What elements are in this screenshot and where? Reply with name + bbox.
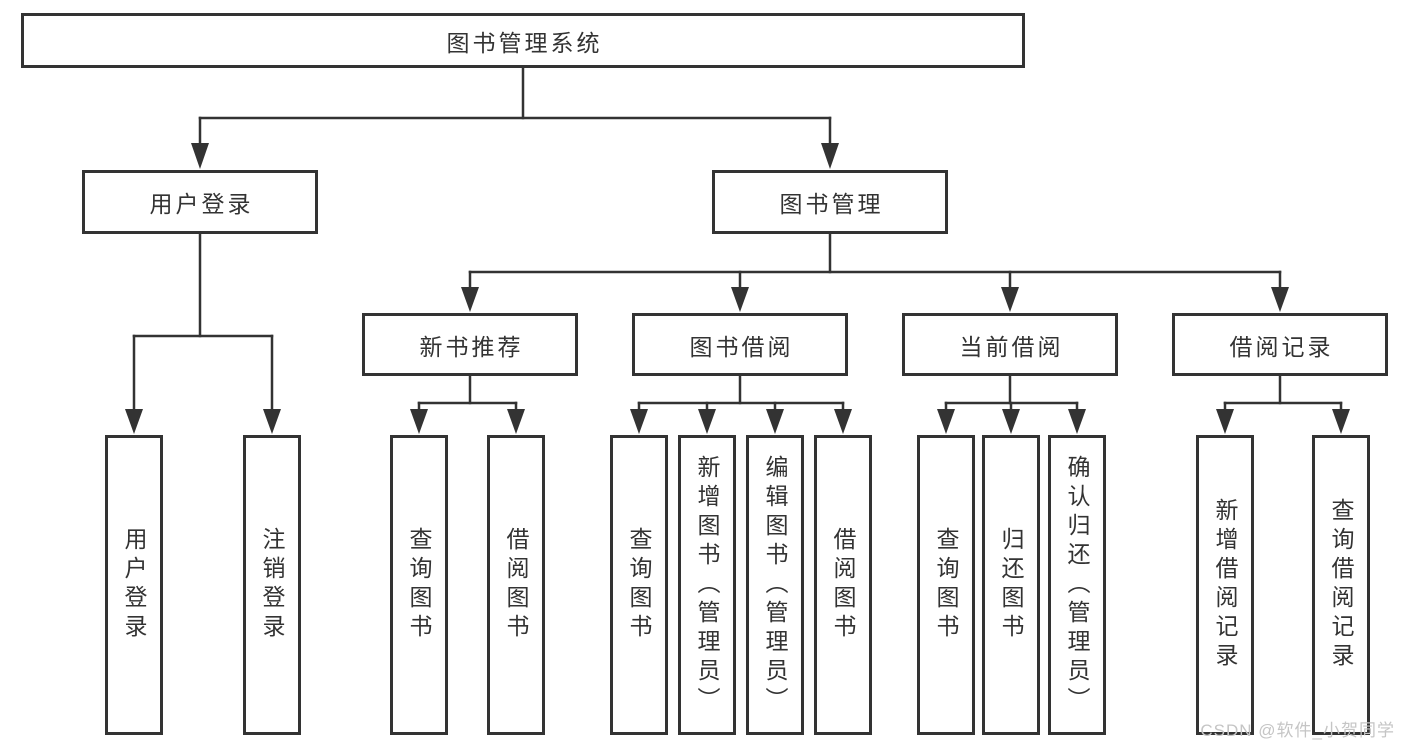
- arrowhead-icon: [507, 409, 525, 434]
- arrowhead-icon: [191, 143, 209, 169]
- leaf-edit-books-admin: 编辑图书（管理员）: [746, 435, 804, 735]
- arrowhead-icon: [125, 409, 143, 434]
- node-current-borrow: 当前借阅: [902, 313, 1118, 376]
- arrowhead-icon: [834, 409, 852, 434]
- arrowhead-icon: [731, 287, 749, 312]
- connector-new-book-recommend: [410, 374, 525, 434]
- leaf-user-login: 用户登录: [105, 435, 163, 735]
- csdn-watermark: CSDN @软件_小贺同学: [1200, 721, 1395, 740]
- leaf-add-books-admin: 新增图书（管理员）: [678, 435, 736, 735]
- arrowhead-icon: [1001, 287, 1019, 312]
- connector-book-management: [461, 232, 1289, 312]
- leaf-query-books-borrow: 查询图书: [610, 435, 668, 735]
- arrowhead-icon: [1332, 409, 1350, 434]
- leaf-return-books: 归还图书: [982, 435, 1040, 735]
- leaf-query-borrow-record: 查询借阅记录: [1312, 435, 1370, 735]
- leaf-confirm-return-admin: 确认归还（管理员）: [1048, 435, 1106, 735]
- arrowhead-icon: [766, 409, 784, 434]
- leaf-borrow-books: 借阅图书: [814, 435, 872, 735]
- arrowhead-icon: [1068, 409, 1086, 434]
- leaf-query-books-recommend: 查询图书: [390, 435, 448, 735]
- arrowhead-icon: [698, 409, 716, 434]
- connector-root: [191, 66, 839, 169]
- node-borrow-records: 借阅记录: [1172, 313, 1388, 376]
- arrowhead-icon: [1216, 409, 1234, 434]
- arrowhead-icon: [410, 409, 428, 434]
- connector-current-borrow: [937, 374, 1086, 434]
- leaf-add-borrow-record: 新增借阅记录: [1196, 435, 1254, 735]
- arrowhead-icon: [821, 143, 839, 169]
- node-book-management: 图书管理: [712, 170, 948, 234]
- leaf-logout: 注销登录: [243, 435, 301, 735]
- node-new-book-recommend: 新书推荐: [362, 313, 578, 376]
- arrowhead-icon: [1002, 409, 1020, 434]
- leaf-query-books-current: 查询图书: [917, 435, 975, 735]
- connector-user-login: [125, 232, 281, 434]
- node-user-login: 用户登录: [82, 170, 318, 234]
- arrowhead-icon: [937, 409, 955, 434]
- connector-borrow-records: [1216, 374, 1350, 434]
- connector-book-borrow: [630, 374, 852, 434]
- leaf-borrow-books-recommend: 借阅图书: [487, 435, 545, 735]
- arrowhead-icon: [461, 287, 479, 312]
- arrowhead-icon: [263, 409, 281, 434]
- node-root-system: 图书管理系统: [21, 13, 1025, 68]
- node-book-borrow: 图书借阅: [632, 313, 848, 376]
- arrowhead-icon: [630, 409, 648, 434]
- arrowhead-icon: [1271, 287, 1289, 312]
